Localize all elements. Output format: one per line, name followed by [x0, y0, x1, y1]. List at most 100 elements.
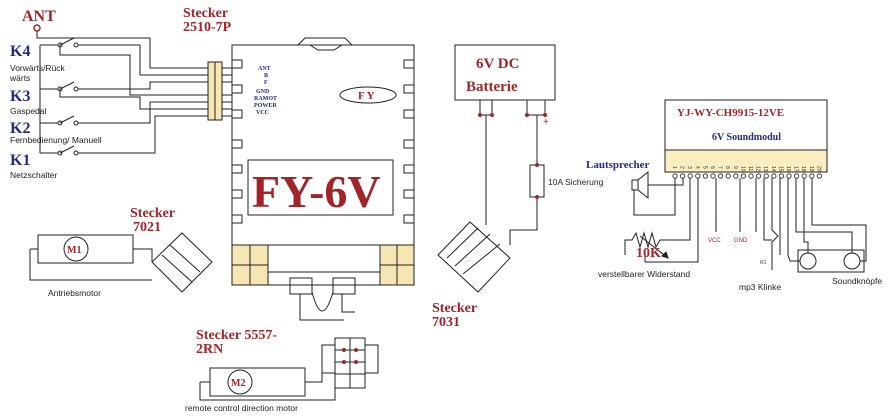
controller-body: [231, 44, 415, 251]
k4-description-line2: wärts: [9, 73, 30, 83]
module-pin-number: 20: [815, 166, 821, 172]
battery-title-line1: 6V DC: [476, 56, 519, 72]
controller-fy-6v: ANT B F GND RAMOT POWER VCC F Y FY-6V: [231, 37, 415, 321]
gnd-label: GND: [734, 238, 748, 244]
stecker-7021-title-line2: 7021: [133, 220, 161, 235]
module-pin-number: 3: [686, 166, 692, 169]
battery-box: [454, 44, 556, 101]
k1-description: Netzschalter: [10, 170, 57, 180]
sound-module-box: [664, 99, 828, 151]
module-pin-terminal: [778, 173, 785, 179]
connector-7021-motor-m1: Stecker 7021 M1 Antriebsmotor: [29, 206, 213, 298]
module-pin-number: 15: [777, 166, 783, 172]
motor-m2-icon: [227, 369, 253, 395]
stecker-2510-title-line2: 2510-7P: [183, 20, 232, 35]
pin-label-ant: ANT: [258, 66, 271, 72]
module-pin-terminal: [801, 173, 807, 179]
connector-2510-7p: Stecker 2510-7P: [183, 6, 238, 121]
k3-label: K3: [10, 88, 30, 105]
module-pin-number: 13: [762, 166, 768, 172]
module-pin-number: 8: [724, 166, 730, 169]
mp3-jack-icon: [763, 178, 781, 270]
module-pin-terminal: [763, 173, 769, 179]
module-pin-terminal: [679, 173, 686, 179]
module-pin-number: 7: [717, 166, 723, 169]
sound-module-pin-strip: [664, 149, 828, 173]
module-pin-terminal: [702, 173, 709, 179]
battery-plus-sign: +: [543, 117, 549, 128]
module-pin-number: 10: [739, 166, 745, 172]
switch-panel: ANT K4 Vorwärts/Rück wärts K3 Gaspedal K…: [9, 8, 208, 180]
k4-description-line1: Vorwärts/Rück: [10, 63, 66, 73]
module-pin-terminal: [710, 173, 716, 179]
module-pin-number: 11: [747, 166, 753, 171]
battery-section: 6V DC Batterie + 10A Sicherung: [454, 44, 604, 245]
motor-m1-icon: [63, 236, 89, 262]
module-pin-number: 12: [755, 166, 761, 172]
pin-label-power: POWER: [254, 103, 277, 109]
module-pin-terminal: [793, 173, 800, 179]
fy-logo-badge: [339, 86, 397, 104]
vcc-label: VCC: [708, 238, 721, 244]
stecker-7031-title-line1: Stecker: [432, 301, 477, 316]
k2-label: K2: [10, 120, 30, 137]
module-pin-number: 1: [671, 166, 677, 169]
pin-label-gnd: GND: [256, 89, 270, 95]
k2-description: Fernbedienung/ Manuell: [10, 135, 102, 145]
speaker-icon: [631, 170, 649, 200]
stecker-2510-title-line1: Stecker: [183, 6, 228, 21]
mp3-klinke-label: mp3 Klinke: [739, 282, 781, 292]
module-pin-terminal: [725, 173, 731, 179]
antriebsmotor-label: Antriebsmotor: [48, 288, 101, 298]
sound-button-2-icon: [843, 252, 861, 270]
sound-buttons: [787, 178, 867, 273]
module-pin-number: 17: [793, 166, 799, 172]
module-pin-terminal: [809, 173, 815, 179]
pin-label-ramot: RAMOT: [254, 96, 277, 102]
stecker-7021-title-line1: Stecker: [130, 206, 175, 221]
mp3-jack-pin-label: R1: [760, 260, 767, 266]
sound-button-1-icon: [799, 252, 817, 270]
module-pin-terminal: [786, 173, 792, 179]
switch-wires: [36, 31, 208, 154]
pin-label-vcc: VCC: [256, 110, 269, 116]
connector-7031-plug: Stecker 7031: [432, 221, 511, 330]
fuse-label: 10A Sicherung: [548, 177, 604, 187]
stecker-7031-title-line2: 7031: [432, 315, 460, 330]
stecker-5557-title-line1: Stecker 5557-: [196, 328, 277, 343]
module-pin-number: 14: [770, 166, 776, 172]
pin-label-f: F: [264, 80, 268, 86]
battery-title-line2: Batterie: [466, 79, 518, 95]
module-pin-terminal: [687, 173, 693, 179]
switch-k1-icon: [40, 145, 100, 156]
module-pin-terminal: [672, 173, 678, 179]
k1-label: K1: [10, 152, 30, 169]
module-pin-terminal: [717, 173, 724, 179]
poti-description: verstellbarer Widerstand: [598, 269, 690, 279]
module-pin-terminal: [733, 173, 739, 179]
module-pin-number: 6: [709, 166, 715, 169]
switch-k3-icon: [40, 81, 100, 92]
module-pin-number: 5: [701, 166, 707, 169]
pin-label-b: B: [264, 73, 268, 79]
switch-k2-icon: [40, 115, 100, 126]
sound-module-title: YJ-WY-CH9915-12VE: [677, 107, 784, 119]
motor-m2-label: M2: [231, 378, 245, 389]
module-pin-terminal: [816, 173, 823, 179]
connector-5557-motor-m2: Stecker 5557- 2RN M2 remote control dire…: [185, 328, 379, 413]
module-pin-terminal: [748, 173, 754, 179]
module-pin-number: 18: [800, 166, 806, 172]
module-pin-number: 19: [808, 166, 814, 172]
stecker-5557-title-line2: 2RN: [196, 342, 223, 357]
switch-k4-icon: [40, 37, 100, 48]
module-pin-terminal: [755, 173, 762, 179]
fy-logo-text: F Y: [358, 90, 375, 102]
connector-7021-plug: [151, 232, 213, 293]
ant-label: ANT: [22, 8, 56, 25]
remote-motor-label: remote control direction motor: [185, 403, 298, 413]
lautsprecher-label: Lautsprecher: [586, 159, 649, 171]
sound-module-subtitle: 6V Soundmodul: [712, 132, 781, 143]
